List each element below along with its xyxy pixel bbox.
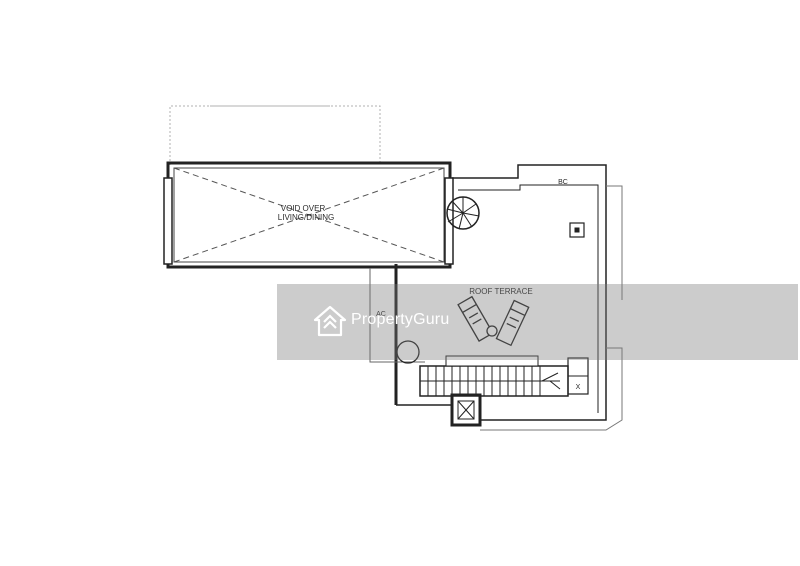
ac-ledge bbox=[396, 340, 420, 364]
void-label-line1: VOID OVER bbox=[281, 204, 326, 213]
void-label-line2: LIVING/DINING bbox=[278, 213, 334, 222]
ac-label: AC bbox=[376, 311, 386, 318]
bc-label: BC bbox=[558, 179, 568, 186]
x-mark-label: X bbox=[576, 384, 581, 391]
watermark-brand-text: PropertyGuru bbox=[351, 311, 450, 328]
upper-structure-outline bbox=[169, 105, 381, 165]
water-point bbox=[569, 222, 585, 238]
void-area: VOID OVER LIVING/DINING bbox=[163, 161, 454, 269]
staircase bbox=[419, 355, 569, 397]
watermark-band bbox=[277, 284, 798, 360]
roof-terrace-outline bbox=[369, 164, 623, 431]
roof-terrace-label: ROOF TERRACE bbox=[469, 287, 532, 296]
spiral-stair bbox=[446, 196, 480, 230]
sun-loungers bbox=[457, 295, 530, 347]
lift-shaft bbox=[450, 393, 482, 427]
utility-box bbox=[567, 357, 589, 395]
propertyguru-logo-icon bbox=[313, 305, 347, 337]
